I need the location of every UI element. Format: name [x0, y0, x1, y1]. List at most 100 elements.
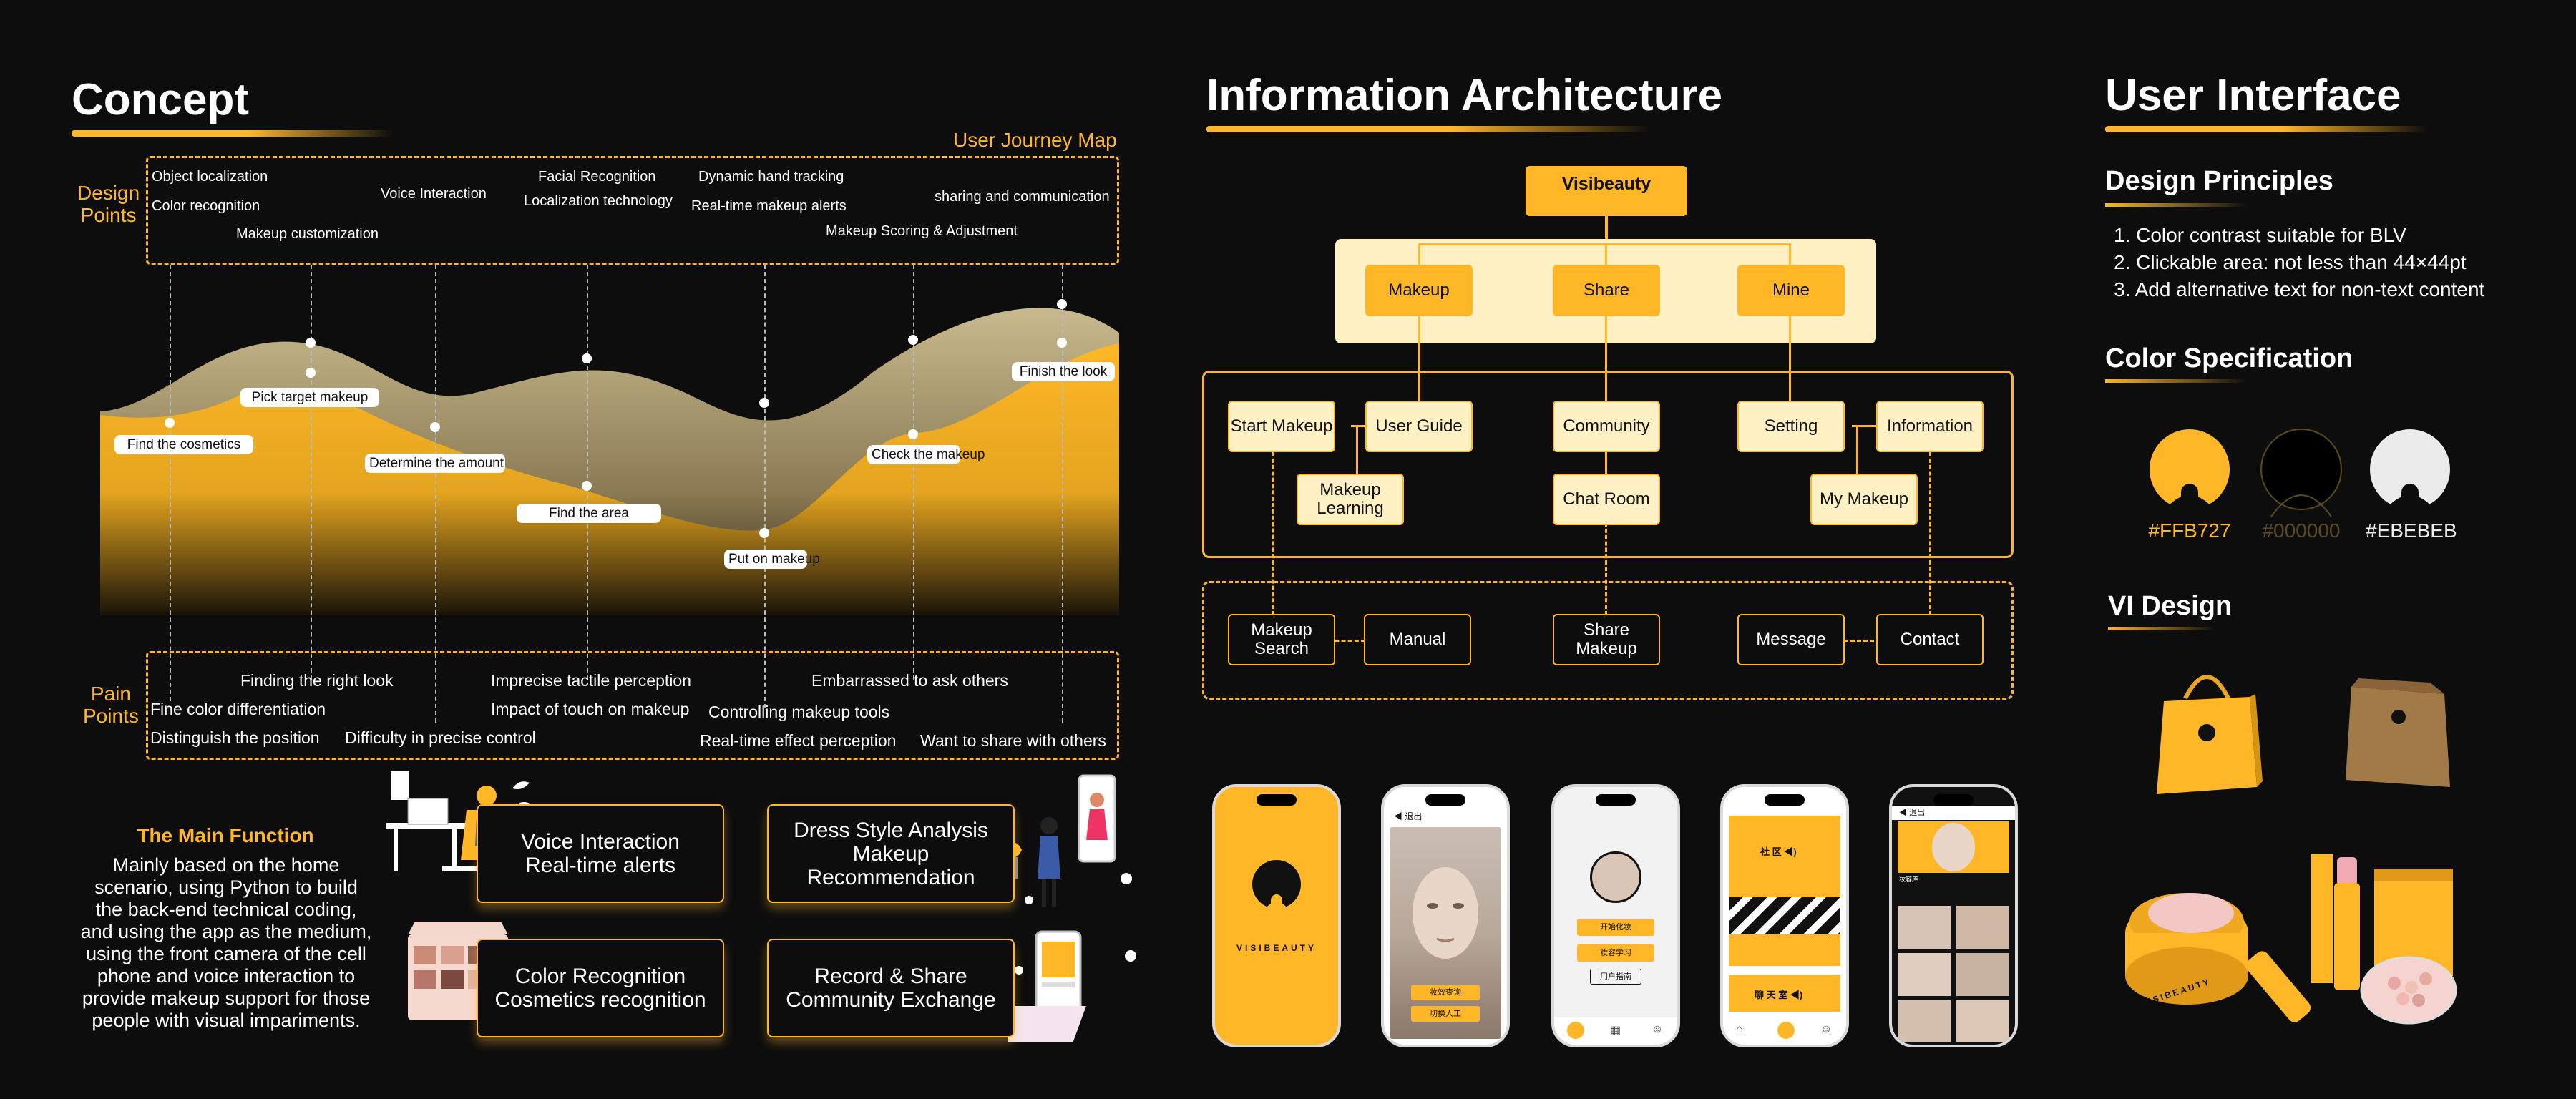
journey-dot: [759, 398, 769, 408]
phone-screen-community: 社 区 ◀) 聊 天 室 ◀) ⌂ ☺: [1720, 784, 1849, 1047]
main-function-text: Mainly based on the home scenario, using…: [80, 854, 372, 1031]
ia-node-start-makeup: Start Makeup: [1228, 401, 1335, 452]
ia-node-information: Information: [1876, 401, 1984, 452]
pain-point: Imprecise tactile perception: [491, 671, 691, 690]
journey-guide-line: [170, 265, 171, 701]
design-point: Makeup customization: [236, 226, 379, 242]
back-button[interactable]: ◀ 退出: [1892, 806, 2015, 820]
ui-title-underline: [2105, 126, 2427, 132]
journey-dot: [908, 335, 918, 345]
ui-title: User Interface: [2105, 71, 2401, 120]
journey-dot: [1057, 299, 1067, 309]
journey-map-label: User Journey Map: [953, 129, 1117, 151]
tab-community-icon[interactable]: [1777, 1022, 1795, 1039]
pain-point: Finding the right look: [240, 671, 394, 690]
color-label-black: #000000: [2262, 519, 2341, 542]
journey-step: Put on makeup: [724, 550, 820, 569]
visibeauty-logo-icon: [1252, 860, 1301, 916]
design-point: Real-time makeup alerts: [691, 198, 847, 214]
journey-guide-line: [311, 265, 312, 680]
ia-node-share: Share: [1553, 265, 1660, 316]
design-points-box: [146, 156, 1119, 265]
face-button[interactable]: 妆效查询: [1411, 985, 1480, 1000]
journey-step: Check the makeup: [867, 445, 985, 464]
journey-guide-line: [913, 265, 914, 680]
community-label: 社 区 ◀): [1760, 846, 1797, 857]
record-share-illustration: [1008, 930, 1136, 1042]
pain-point: Embarrassed to ask others: [811, 671, 1008, 690]
grid-icon[interactable]: ▦: [1610, 1025, 1621, 1037]
color-spec-title: Color Specification: [2105, 343, 2353, 373]
vi-design-title: VI Design: [2108, 591, 2233, 621]
color-label-yellow: #FFB727: [2148, 519, 2231, 542]
phone-screen-face: ◀ 退出 妆效查询 切换人工: [1381, 784, 1510, 1047]
ia-node-contact: Contact: [1876, 614, 1984, 665]
home-icon[interactable]: ⌂: [1736, 1023, 1743, 1035]
pain-point: Controlling makeup tools: [708, 703, 890, 721]
vi-tote-bag-yellow: [2157, 675, 2263, 794]
journey-dot: [908, 429, 918, 439]
design-principles-list: 1. Color contrast suitable for BLV 2. Cl…: [2114, 224, 2485, 301]
home-button[interactable]: 妆容学习: [1577, 944, 1654, 962]
phone-screen-gallery: ◀ 退出 妆容库: [1889, 784, 2018, 1047]
journey-dot: [759, 528, 769, 538]
ia-node-chat-room: Chat Room: [1553, 474, 1660, 525]
pain-point: Fine color differentiation: [150, 700, 326, 718]
ia-node-community: Community: [1553, 401, 1660, 452]
user-icon[interactable]: ☺: [1820, 1023, 1833, 1035]
pain-point: Want to share with others: [920, 731, 1106, 750]
color-swatch-yellow-icon: [2150, 429, 2230, 521]
face-button[interactable]: 切换人工: [1411, 1006, 1480, 1022]
face-camera-view: [1390, 827, 1501, 1039]
design-point: Voice Interaction: [381, 186, 487, 202]
ia-title: Information Architecture: [1206, 71, 1723, 120]
splash-brand-text: VISIBEAUTY: [1236, 943, 1317, 953]
design-point: Dynamic hand tracking: [698, 169, 844, 185]
ia-root-visibeauty: Visibeauty: [1526, 166, 1687, 216]
color-swatch-light-icon: [2370, 429, 2450, 521]
pain-point: Difficulty in precise control: [345, 728, 536, 747]
ia-level2-group: [1202, 371, 2014, 558]
ia-node-makeup-learning: Makeup Learning: [1297, 474, 1404, 525]
journey-guide-line: [587, 265, 588, 680]
journey-wave-chart: [100, 308, 1119, 615]
journey-step: Finish the look: [1012, 362, 1115, 381]
journey-step: Determine the amount: [365, 454, 505, 473]
gallery-tag: 妆容库: [1899, 876, 1919, 883]
back-button[interactable]: ◀ 退出: [1394, 811, 1423, 821]
home-button[interactable]: 开始化妆: [1577, 919, 1654, 936]
color-swatch-black-icon: [2260, 429, 2342, 517]
ia-node-manual: Manual: [1364, 614, 1471, 665]
home-button[interactable]: 用户指南: [1590, 969, 1641, 985]
design-principles-title: Design Principles: [2105, 166, 2333, 196]
design-point: Localization technology: [524, 193, 673, 209]
ia-node-share-makeup: Share Makeup: [1553, 614, 1660, 665]
dress-style-illustration: [1008, 774, 1132, 907]
journey-dot: [430, 422, 440, 432]
design-point: Facial Recognition: [538, 169, 656, 185]
ia-title-underline: [1206, 126, 1650, 132]
journey-step: Pick target makeup: [240, 388, 379, 407]
pain-point: Impact of touch on makeup: [491, 700, 690, 718]
user-icon[interactable]: ☺: [1652, 1023, 1664, 1035]
ia-level3-group: [1202, 581, 2014, 700]
color-label-light: #EBEBEB: [2366, 519, 2457, 542]
journey-step: Find the area: [517, 504, 661, 523]
vi-cosmetics-set: [2125, 854, 2457, 1025]
ia-node-mine: Mine: [1737, 265, 1845, 316]
tab-home-icon[interactable]: [1567, 1022, 1584, 1039]
ia-node-my-makeup: My Makeup: [1810, 474, 1918, 525]
concept-title: Concept: [72, 75, 249, 124]
ia-node-user-guide: User Guide: [1365, 401, 1473, 452]
design-point: Color recognition: [152, 198, 260, 214]
journey-dot: [165, 418, 175, 428]
journey-guide-line: [764, 265, 766, 708]
journey-dot: [582, 481, 592, 491]
ia-node-message: Message: [1737, 614, 1845, 665]
journey-guide-line: [1062, 265, 1063, 723]
